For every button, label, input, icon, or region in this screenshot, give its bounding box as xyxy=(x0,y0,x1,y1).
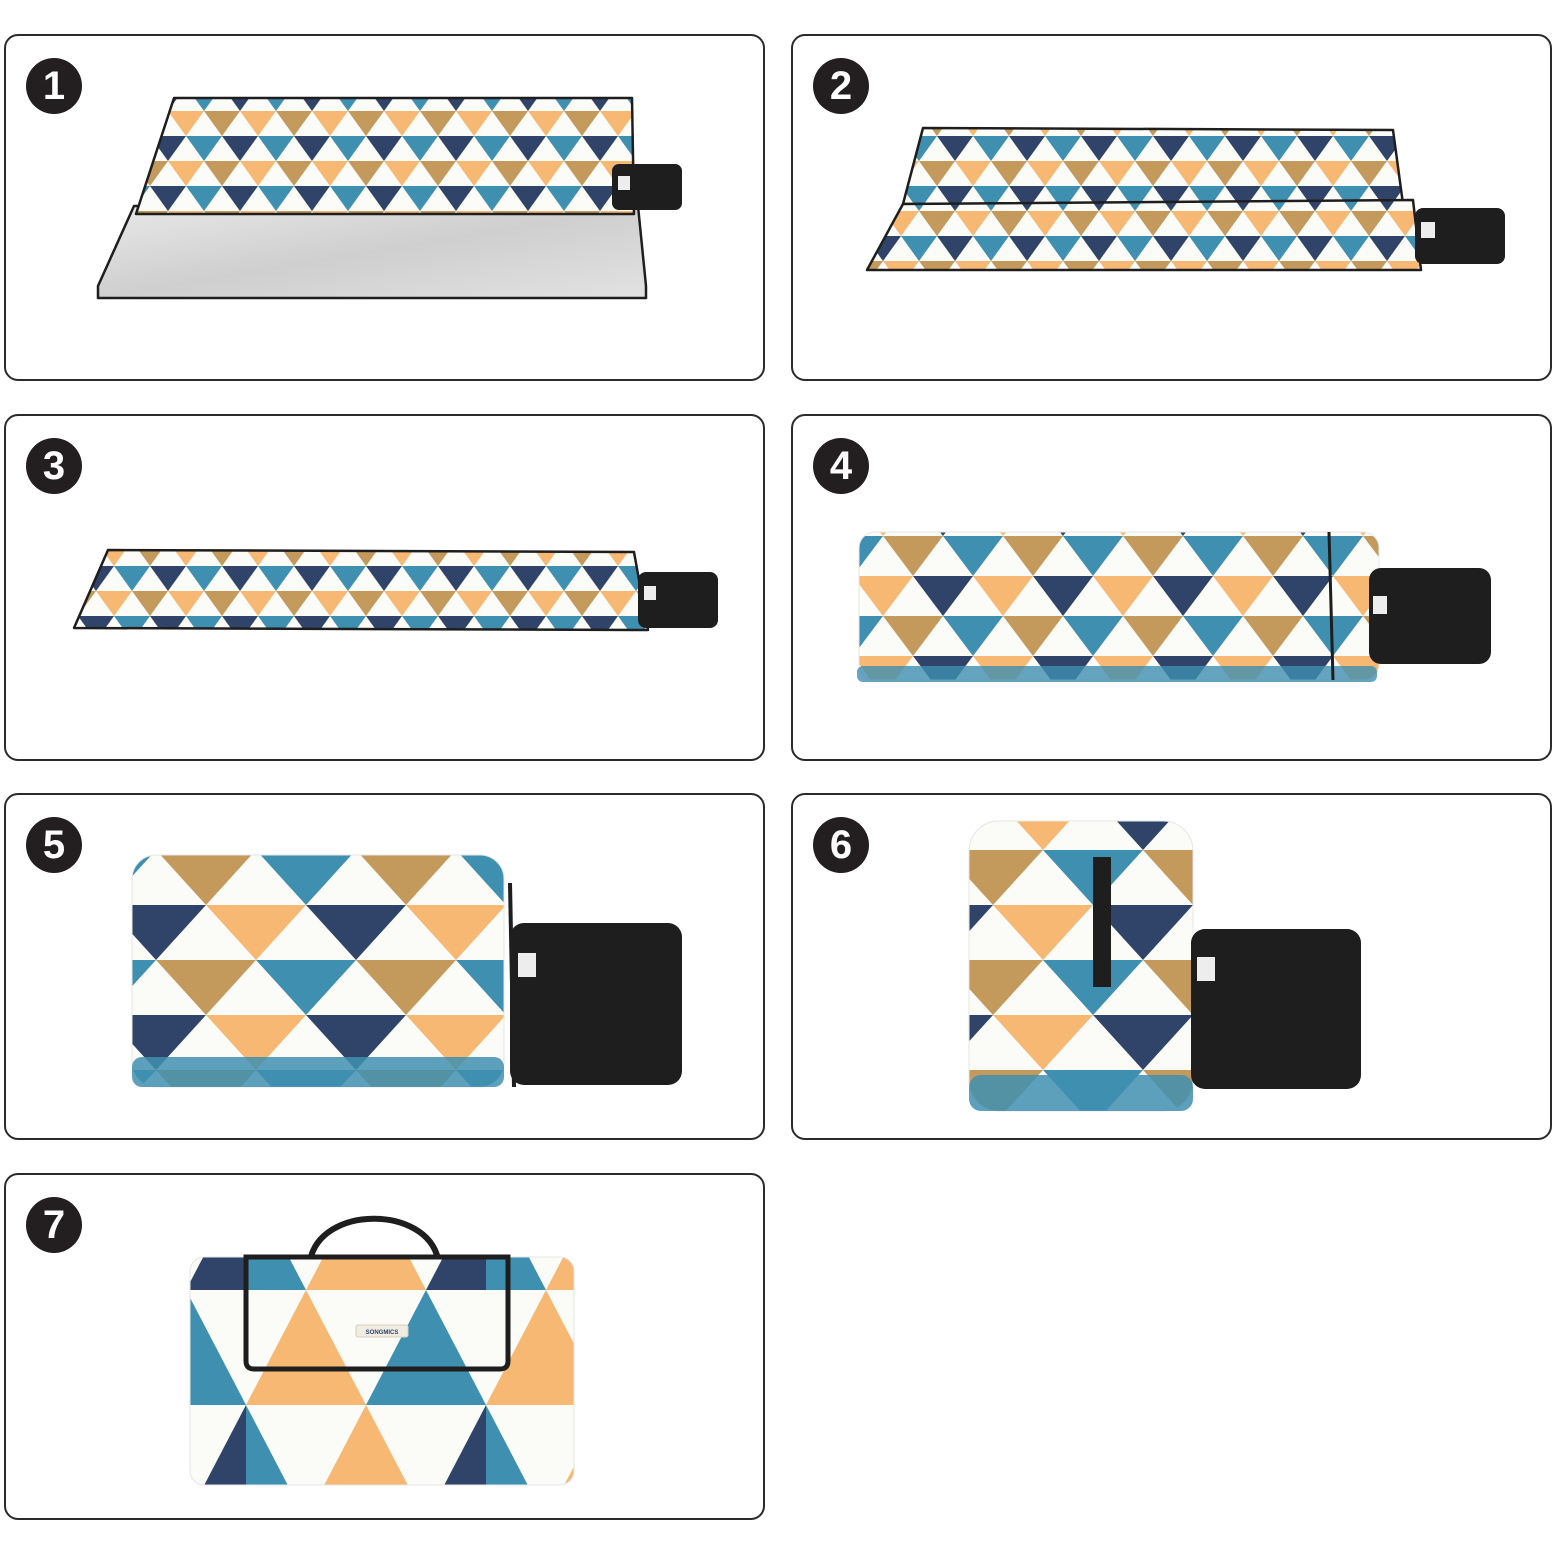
blanket-narrow-stack-illustration xyxy=(793,795,1550,1138)
step-number-badge: 1 xyxy=(26,58,82,114)
carry-handle xyxy=(307,1215,441,1262)
step-panel-6: 6 xyxy=(791,793,1552,1140)
step-panel-7: 7 SONGMICS xyxy=(4,1173,765,1520)
closing-flap xyxy=(243,1254,511,1372)
black-flap xyxy=(1369,568,1491,664)
black-flap xyxy=(638,572,718,628)
black-flap xyxy=(510,923,682,1085)
black-flap xyxy=(1191,929,1361,1089)
blanket-strip-illustration xyxy=(6,416,763,759)
brand-label: SONGMICS xyxy=(366,1330,399,1336)
step-panel-3: 3 xyxy=(4,414,765,761)
blanket-rolled-illustration: SONGMICS xyxy=(6,1175,763,1518)
black-flap xyxy=(612,164,682,210)
step-number-badge: 3 xyxy=(26,438,82,494)
black-flap xyxy=(1415,208,1505,264)
blanket-folded-width-illustration xyxy=(793,416,1550,759)
blanket-half-folded-illustration xyxy=(793,36,1550,379)
velcro-strip xyxy=(1093,857,1111,987)
step-panel-5: 5 xyxy=(4,793,765,1140)
step-number-badge: 2 xyxy=(813,58,869,114)
step-number-badge: 7 xyxy=(26,1197,82,1253)
step-panel-2: 2 xyxy=(791,34,1552,381)
blanket-stack-illustration xyxy=(6,795,763,1138)
blanket-open-illustration xyxy=(6,36,763,379)
step-number-badge: 6 xyxy=(813,817,869,873)
step-number-badge: 4 xyxy=(813,438,869,494)
step-panel-1: 1 xyxy=(4,34,765,381)
step-number-badge: 5 xyxy=(26,817,82,873)
step-panel-4: 4 xyxy=(791,414,1552,761)
